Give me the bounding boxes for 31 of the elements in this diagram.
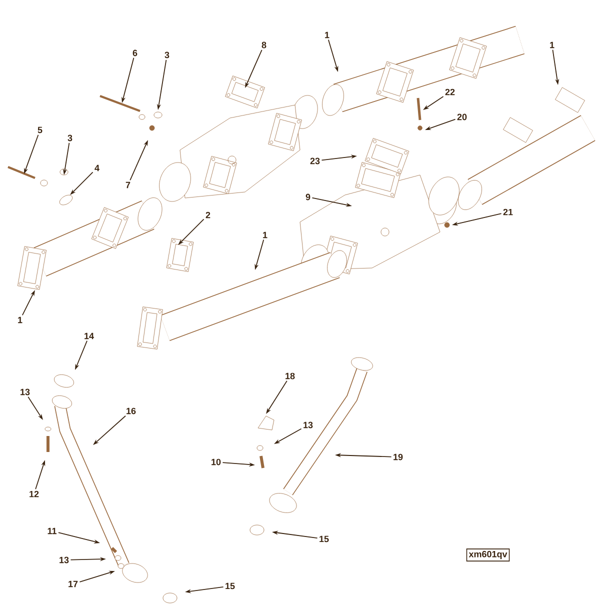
callout-number: 3	[164, 52, 170, 58]
callout-number: 2	[206, 212, 210, 218]
callout-number: 1	[263, 232, 268, 238]
callout-number: 10	[212, 458, 221, 466]
callout-number: 1	[550, 42, 554, 48]
callout-number: 3	[68, 134, 72, 142]
callout-number: 20	[457, 114, 467, 120]
callout-number: 13	[20, 388, 30, 396]
callout-number: 7	[126, 182, 130, 188]
callout-number: 18	[286, 372, 295, 380]
callout-number: 21	[503, 208, 513, 216]
callout-number: 8	[262, 42, 266, 48]
callout-number: 4	[94, 164, 100, 172]
callout-number: 23	[310, 158, 320, 164]
callout-number: 6	[132, 50, 138, 56]
callout-number: 17	[68, 580, 78, 588]
callout-number: 11	[48, 528, 56, 534]
callout-number: 15	[226, 582, 235, 590]
callout-number: 19	[394, 454, 403, 460]
callout-number: 15	[320, 536, 329, 542]
callout-number: 1	[18, 316, 22, 324]
callout-number: 5	[38, 126, 42, 134]
callout-number: 13	[60, 556, 69, 564]
callout-number: 14	[84, 332, 94, 340]
callout-number: 13	[304, 422, 313, 428]
callout-number: 9	[306, 194, 310, 200]
figure-code: xm601qv	[466, 548, 510, 562]
callout-number: 1	[325, 32, 330, 38]
callout-number: 22	[445, 88, 455, 96]
callout-number: 16	[126, 408, 136, 414]
callout-number: 12	[30, 490, 39, 498]
